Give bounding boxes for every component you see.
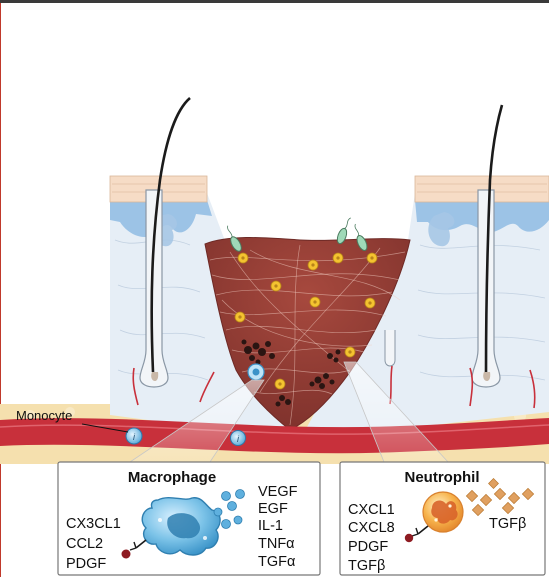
neutrophil-cell-icon (423, 492, 463, 532)
neutrophil-title: Neutrophil (405, 469, 480, 486)
macrophage-factor: EGF (258, 501, 288, 517)
monocyte-icon: i (231, 431, 246, 446)
top-strip (0, 0, 549, 3)
monocyte-label: Monocyte (16, 408, 72, 423)
follicle-small (385, 330, 395, 366)
macrophage-title: Macrophage (128, 469, 216, 486)
macrophage-factor: TNFα (258, 536, 295, 552)
macrophage-factor: CCL2 (66, 536, 103, 552)
macrophage-panel: Macrophage CX3CL1 CCL2 PDGF VEGF EGF IL-… (58, 462, 320, 575)
monocyte-icon: i (126, 428, 142, 444)
macrophage-factor: PDGF (66, 556, 106, 572)
neutrophil-panel: Neutrophil CXCL1 CXCL8 PDGF (340, 462, 545, 575)
neutrophil-factor: CXCL8 (348, 520, 395, 536)
neutrophil-factor: CXCL1 (348, 502, 395, 518)
macrophage-factor: IL-1 (258, 518, 283, 534)
macrophage-factor: CX3CL1 (66, 516, 121, 532)
neutrophil-factor: TGFβ (348, 558, 385, 574)
wound-macrophage (248, 364, 264, 380)
neutrophil-factor: TGFβ (489, 516, 526, 532)
neutrophil-factor: PDGF (348, 539, 388, 555)
macrophage-factor: TGFα (258, 554, 295, 570)
macrophage-factor: VEGF (258, 484, 298, 500)
